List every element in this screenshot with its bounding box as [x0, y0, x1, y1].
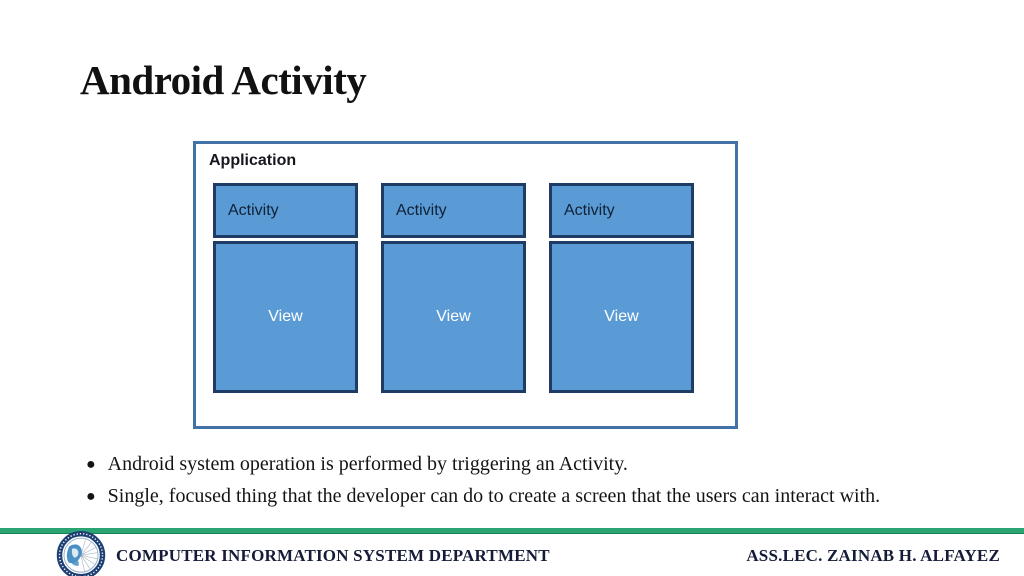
footer-lecturer: ASS.LEC. ZAINAB H. ALFAYEZ — [746, 546, 1000, 565]
bullet-text: Single, focused thing that the developer… — [107, 485, 881, 507]
activity-header-box: Activity — [381, 183, 526, 238]
activity-column-3: Activity View — [549, 183, 694, 393]
list-item: ● Single, focused thing that the develop… — [86, 484, 946, 509]
bullet-list: ● Android system operation is performed … — [86, 452, 946, 516]
activity-view-box: View — [213, 241, 358, 393]
bullet-icon: ● — [86, 488, 96, 505]
bullet-text: Android system operation is performed by… — [107, 453, 628, 475]
footer-department: COMPUTER INFORMATION SYSTEM DEPARTMENT — [116, 546, 550, 565]
list-item: ● Android system operation is performed … — [86, 452, 946, 477]
university-seal-icon — [52, 531, 110, 576]
bullet-icon: ● — [86, 456, 96, 473]
activity-header-box: Activity — [213, 183, 358, 238]
application-label: Application — [209, 152, 297, 169]
page-title: Android Activity — [80, 57, 367, 103]
activity-view-box: View — [549, 241, 694, 393]
activity-column-2: Activity View — [381, 183, 526, 393]
activity-header-box: Activity — [549, 183, 694, 238]
footer-divider — [0, 528, 1024, 534]
activity-view-box: View — [381, 241, 526, 393]
activity-column-1: Activity View — [213, 183, 358, 393]
application-diagram: Application Activity View Activity View … — [193, 141, 738, 429]
